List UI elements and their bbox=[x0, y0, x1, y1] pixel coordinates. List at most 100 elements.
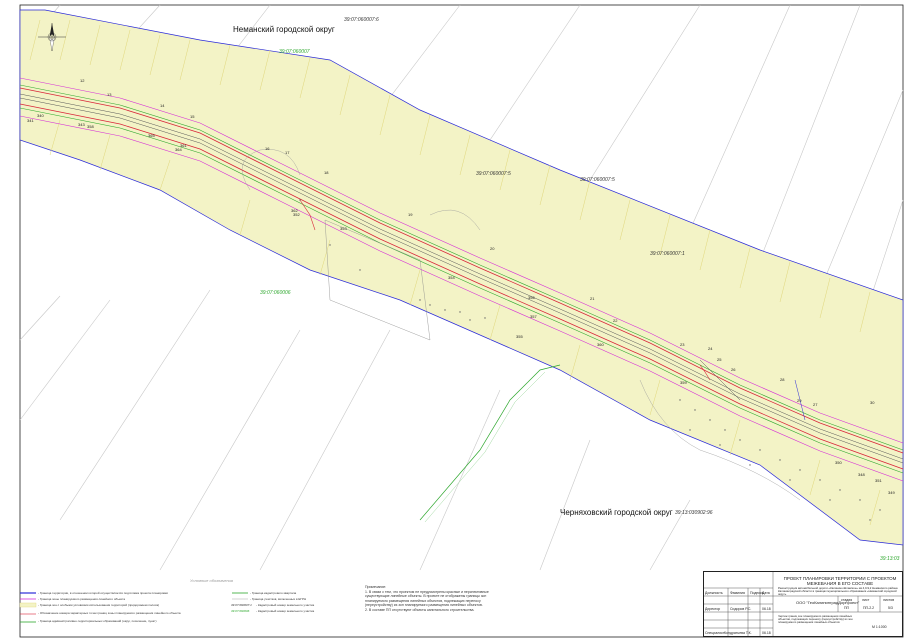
parcel-number: 357 bbox=[530, 314, 537, 319]
parcel-number: 15 bbox=[190, 114, 195, 119]
parcel-number: 356 bbox=[528, 295, 535, 300]
north-arrow-icon bbox=[38, 23, 66, 52]
cadastral-label: 39:07:060007:6 bbox=[344, 17, 379, 23]
cadastral-quarter-label: 39:07:060006 bbox=[260, 290, 291, 296]
parcel-number: 25 bbox=[717, 357, 722, 362]
parcel-number: 355 bbox=[516, 334, 523, 339]
district-label-chernyakhovsk: Черняховский городской округ bbox=[560, 508, 673, 517]
parcel-number: 28 bbox=[780, 377, 785, 382]
parcel-number: 358 bbox=[87, 124, 94, 129]
parcel-number: 351 bbox=[875, 478, 882, 483]
stamp-checker-role: Специалист bbox=[705, 631, 725, 635]
stamp-sheet-label: лист bbox=[862, 598, 870, 602]
road-corridor bbox=[19, 77, 904, 482]
parcel-number: 348 bbox=[858, 472, 865, 477]
stamp-author-role: Директор bbox=[705, 607, 721, 611]
stamp-col-2: Фамилия bbox=[730, 591, 745, 595]
parcel-number: 365 bbox=[148, 133, 155, 138]
note-line: существующие линейные объекты. В проекте… bbox=[365, 594, 487, 598]
stamp-title: ПРОЕКТ ПЛАНИРОВКИ ТЕРРИТОРИИ С ПРОЕКТОМ … bbox=[783, 576, 897, 586]
parcel-number: 29 bbox=[797, 398, 802, 403]
note-line: (переустройству) из зон планируемого раз… bbox=[365, 603, 483, 607]
parcel-number: 18 bbox=[324, 170, 329, 175]
cadastral-label: 39:07:060007:1 bbox=[650, 251, 685, 257]
legend-item: - Граница административно-территориальны… bbox=[38, 619, 157, 623]
stamp-sheets: 5/3 bbox=[888, 606, 893, 610]
stamp-col-3: Подпись bbox=[750, 591, 764, 595]
parcel-number: 359 bbox=[680, 380, 687, 385]
parcel-number: 350 bbox=[835, 460, 842, 465]
parcel-number: 360 bbox=[597, 342, 604, 347]
cadastral-label: 39:13:030902:96 bbox=[675, 510, 713, 516]
legend-item: - Граница участков, включенных в ЕГРН bbox=[250, 597, 307, 601]
parcel-number: 14 bbox=[160, 103, 165, 108]
side-features bbox=[241, 149, 806, 501]
notes: Примечание: 1. В связи с тем, что проект… bbox=[365, 585, 495, 612]
legend-item: - Граница зон с особыми условиями исполь… bbox=[38, 603, 160, 607]
note-line: 2. В составе ПП отсутствуют объекты капи… bbox=[365, 607, 475, 612]
legend-item: - Кадастровый номер земельного участка bbox=[256, 609, 315, 613]
parcel-number: 343 bbox=[78, 122, 85, 127]
parcel-number: 21 bbox=[590, 296, 595, 301]
tree-symbols bbox=[299, 199, 881, 521]
stamp-col-4: Дата bbox=[762, 591, 770, 595]
legend-item: - Обозначение номера характерных точек г… bbox=[38, 611, 181, 615]
parcel-number: 19 bbox=[408, 212, 413, 217]
cadastral-label: 39:07:060007:5 bbox=[476, 171, 511, 177]
legend-item: - Граница территории, в отношении которо… bbox=[38, 591, 168, 595]
title-block: ПРОЕКТ ПЛАНИРОВКИ ТЕРРИТОРИИ С ПРОЕКТОМ … bbox=[703, 571, 903, 637]
stamp-grid bbox=[703, 571, 903, 637]
legend-title: Условные обозначения bbox=[190, 578, 234, 583]
parcel-number: 12 bbox=[80, 78, 85, 83]
parcel-number: 30 bbox=[870, 400, 875, 405]
stamp-sheet: ПП-2.2 bbox=[863, 606, 875, 610]
parcel-number: 26 bbox=[731, 367, 736, 372]
cadastral-quarter-label: 39:07:060007 bbox=[279, 49, 310, 55]
notes-title: Примечание: bbox=[365, 585, 387, 589]
stamp-sheets-label: листов bbox=[883, 598, 895, 602]
stamp-date: 06.18 bbox=[762, 631, 771, 635]
stamp-description: Реконструкция автомобильной дороги «Кали… bbox=[778, 586, 898, 597]
cadastral-label: 39:07:060007:5 bbox=[580, 177, 615, 183]
parcel-number: 13 bbox=[107, 92, 112, 97]
cadastral-quarter-label: 39:13:03 bbox=[880, 556, 900, 562]
stamp-author-name: Сидоров Р.С. bbox=[730, 607, 752, 611]
stamp-stage-label: стадия bbox=[841, 598, 853, 602]
stamp-col-1: Должность bbox=[705, 591, 723, 595]
parcel-number: 340 bbox=[37, 113, 44, 118]
parcel-number: 362 bbox=[291, 208, 298, 213]
note-line: 1. В связи с тем, что проектом не предус… bbox=[365, 589, 489, 594]
stamp-date: 06.18 bbox=[762, 607, 771, 611]
parcel-number: 16 bbox=[265, 146, 270, 151]
parcel-number: 353 bbox=[340, 226, 347, 231]
stamp-stage: ПП bbox=[844, 606, 850, 610]
district-label-neman: Неманский городской округ bbox=[233, 25, 335, 34]
legend-swatches bbox=[19, 592, 248, 623]
legend-code: 39:07:060006 bbox=[231, 609, 250, 613]
legend-code: 39:07:060007:1 bbox=[231, 603, 252, 607]
planning-zone-fill bbox=[19, 9, 904, 546]
parcel-number: 341 bbox=[27, 118, 34, 123]
parcel-number: 23 bbox=[680, 342, 685, 347]
stamp-company: ООО "ГеоКалининградДорпроект" bbox=[796, 600, 860, 605]
legend-item: - Кадастровый номер земельного участка bbox=[256, 603, 315, 607]
legend-item: - Граница кадастрового квартала bbox=[250, 591, 297, 595]
parcel-number: 364 bbox=[175, 147, 182, 152]
parcel-number: 17 bbox=[285, 150, 290, 155]
parcel-number: 354 bbox=[448, 275, 455, 280]
stamp-checker-name: Кондратьева Т.К. bbox=[724, 631, 752, 635]
legend-item: - Граница зоны планируемого размещения л… bbox=[38, 597, 126, 601]
admin-boundary bbox=[419, 364, 561, 521]
admin-boundary-secondary bbox=[424, 371, 546, 523]
parcel-number: 352 bbox=[293, 212, 300, 217]
zone-hatching bbox=[29, 19, 881, 526]
stamp-scale: М 1:1000 bbox=[872, 625, 887, 629]
legend: Условные обозначения - Граница территори… bbox=[18, 578, 348, 635]
note-line: планируемого размещения линейных объекто… bbox=[365, 598, 481, 603]
parcel-number: 27 bbox=[813, 402, 818, 407]
parcel-number: 349 bbox=[888, 490, 895, 495]
parcel-number: 361 bbox=[180, 143, 187, 148]
parcel-number: 20 bbox=[490, 246, 495, 251]
parcel-number: 24 bbox=[708, 346, 713, 351]
